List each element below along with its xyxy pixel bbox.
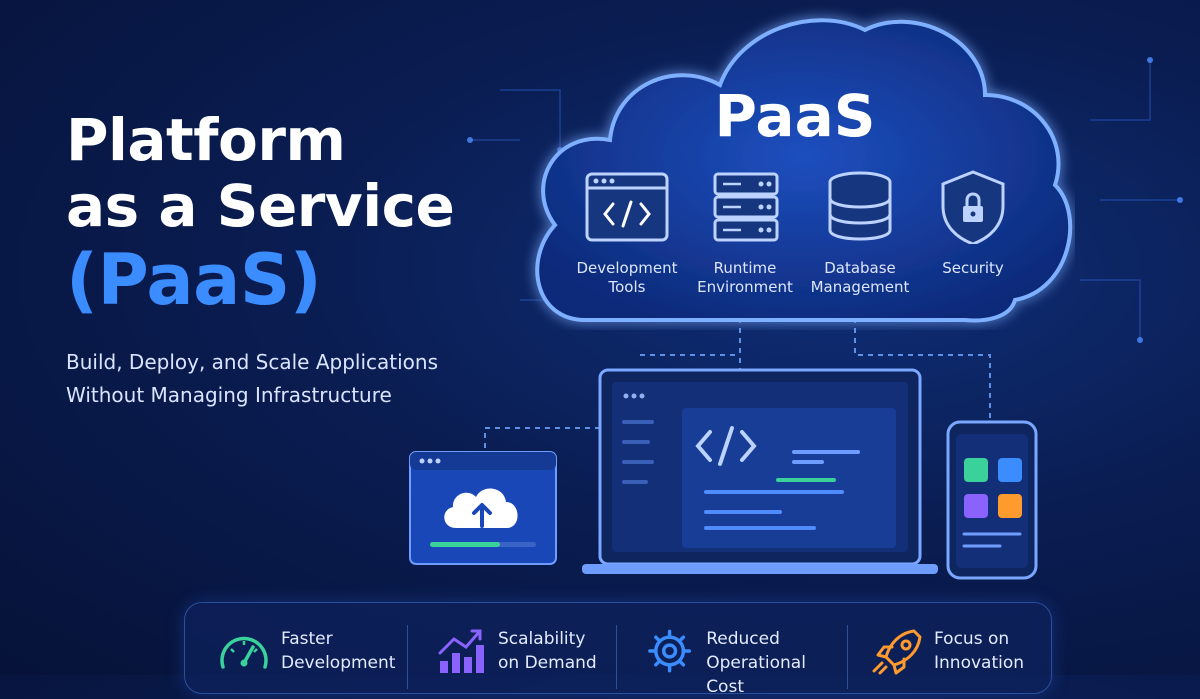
app-tile-green (964, 458, 988, 482)
benefit-label-line1: Faster (281, 629, 333, 649)
cloud-shape (535, 18, 1073, 323)
subtitle: Build, Deploy, and Scale Applications Wi… (66, 346, 454, 412)
title-line-3: (PaaS) (66, 239, 322, 322)
service-label-line1: Database (824, 259, 896, 277)
server-icon (713, 172, 779, 242)
app-tile-orange (998, 494, 1022, 518)
divider (616, 625, 617, 689)
benefit-label-line2: Operational Cost (706, 653, 806, 697)
benefit-label-line2: Innovation (934, 653, 1025, 673)
database-icon (828, 171, 892, 241)
upload-progress-fill (430, 542, 500, 547)
app-tile-purple (964, 494, 988, 518)
hero-section: Platform as a Service (PaaS) Build, Depl… (66, 106, 455, 412)
divider (407, 625, 408, 689)
benefit-label-line2: on Demand (498, 653, 597, 673)
title-line-2: as a Service (66, 171, 455, 240)
benefit-scalability-on-demand: Scalability on Demand (408, 603, 616, 697)
benefit-focus-on-innovation: Focus on Innovation (848, 603, 1040, 697)
service-label-line2: Management (810, 278, 910, 296)
page-title: Platform as a Service (PaaS) (66, 106, 455, 322)
service-label-line2: Tools (608, 278, 646, 296)
benefit-label-line1: Reduced (706, 629, 780, 649)
laptop (582, 368, 938, 574)
benefit-faster-development: Faster Development (185, 603, 407, 697)
app-tile-blue (998, 458, 1022, 482)
upload-window (409, 451, 557, 565)
benefits-bar: Faster Development Scalability on Demand (184, 602, 1052, 697)
title-line-1: Platform (66, 106, 346, 174)
benefit-label: Focus on Innovation (934, 627, 1024, 675)
benefit-label: Faster Development (281, 627, 395, 675)
divider (847, 625, 848, 689)
service-label: Security (913, 259, 1033, 278)
service-label: Runtime Environment (685, 259, 805, 297)
cloud-title: PaaS (714, 82, 876, 150)
service-label: Database Management (800, 259, 920, 297)
paas-cloud: PaaS Development Tools Runtime Environme… (515, 0, 1075, 330)
speedometer-icon (220, 636, 268, 669)
shield-lock-icon (941, 170, 1005, 246)
service-label: Development Tools (567, 259, 687, 297)
code-window-icon (585, 172, 669, 242)
gear-icon (648, 629, 692, 673)
code-brackets-icon (695, 426, 757, 466)
service-runtime-environment: Runtime Environment (685, 170, 805, 297)
benefit-label-line2: Development (281, 653, 396, 673)
service-label-line1: Runtime (713, 259, 777, 277)
benefit-reduced-operational-cost: Reduced Operational Cost (617, 603, 847, 697)
benefit-label-line1: Scalability (498, 629, 586, 649)
service-database-management: Database Management (800, 170, 920, 297)
service-label-line1: Security (942, 259, 1004, 277)
service-development-tools: Development Tools (567, 170, 687, 297)
mobile-phone (946, 420, 1038, 580)
subtitle-line-1: Build, Deploy, and Scale Applications (66, 350, 438, 375)
benefit-label: Scalability on Demand (498, 627, 597, 675)
benefit-label: Reduced Operational Cost (706, 627, 847, 699)
cloud-upload-icon (444, 488, 518, 528)
growth-chart-icon (438, 629, 484, 673)
rocket-icon (872, 629, 922, 675)
service-label-line2: Environment (697, 278, 793, 296)
service-security: Security (913, 170, 1033, 278)
subtitle-line-2: Without Managing Infrastructure (66, 383, 392, 408)
service-label-line1: Development (576, 259, 678, 277)
benefit-label-line1: Focus on (934, 629, 1010, 649)
